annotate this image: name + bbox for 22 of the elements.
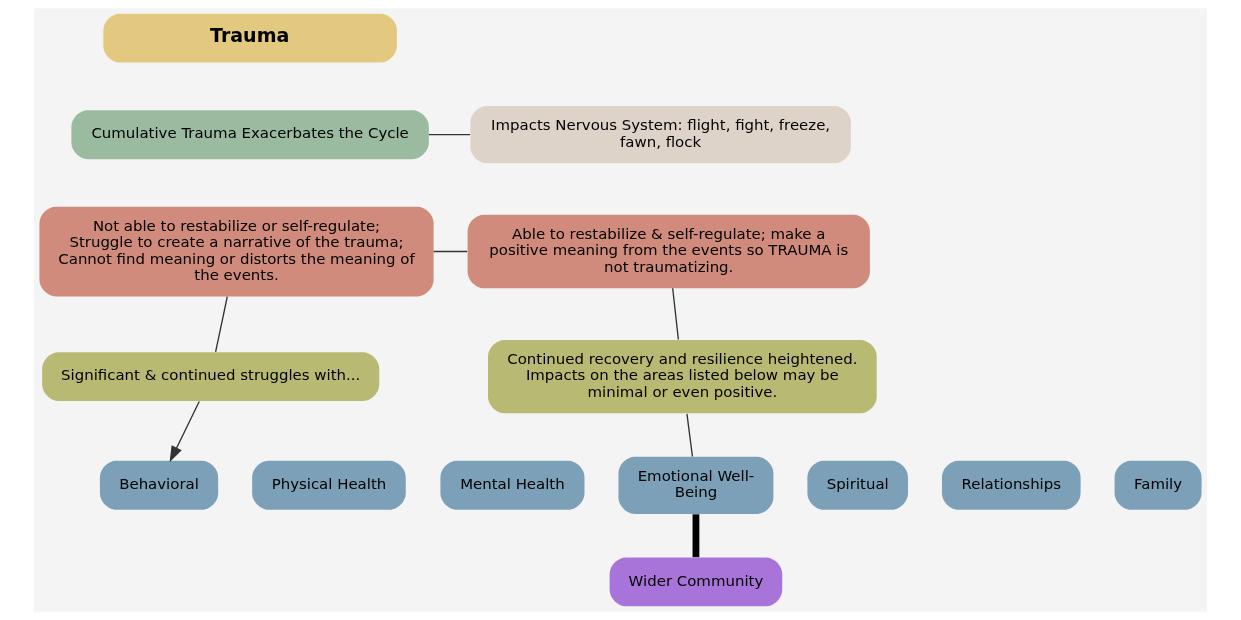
node-box: Impacts Nervous System: flight, fight, freeze, fawn, flock [470, 106, 851, 164]
node-box: Physical Health [252, 460, 406, 510]
node-box: Trauma [103, 13, 397, 63]
connector [672, 287, 680, 341]
node-box: Wider Community [609, 557, 783, 607]
node-box: Behavioral [99, 460, 219, 510]
connector [432, 250, 468, 253]
node-box: Able to restabilize & self-regulate; make a positive meaning from the events so TRAUMA is not traumatizing. [467, 214, 870, 289]
connector [686, 413, 694, 458]
connector [428, 134, 471, 136]
node-box: Spiritual [807, 460, 908, 510]
arrow [169, 400, 200, 463]
node-box: Relationships [941, 460, 1081, 510]
node-box: Not able to restabilize or self-regulate; Struggle to create a narrative of the trauma; Cannot find meaning or distorts the meaning of the events. [39, 206, 434, 297]
node-box: Emotional Well-Being [618, 456, 774, 514]
node-box: Cumulative Trauma Exacerbates the Cycle [71, 110, 429, 160]
connector [214, 296, 228, 353]
node-box: Mental Health [440, 460, 585, 510]
connector [692, 514, 700, 558]
node-box: Family [1114, 460, 1202, 510]
node-box: Continued recovery and resilience heightened. Impacts on the areas listed below may be minimal or even positive. [488, 339, 877, 414]
node-box: Significant & continued struggles with... [42, 352, 380, 402]
